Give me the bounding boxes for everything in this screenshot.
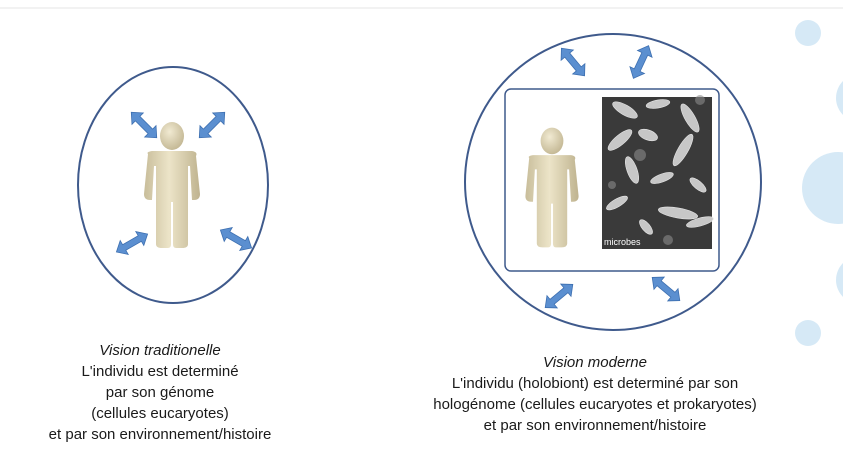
double-arrow-icon	[626, 42, 656, 81]
traditional-view	[78, 67, 268, 303]
double-arrow-icon	[647, 271, 685, 306]
caption-line: L'individu (holobiont) est determiné par…	[380, 373, 810, 394]
deco-bubble	[836, 256, 843, 304]
caption-line: hologénome (cellules eucaryotes et proka…	[380, 394, 810, 415]
deco-bubble	[795, 320, 821, 346]
deco-bubble	[795, 20, 821, 46]
caption-line: (cellules eucaryotes)	[20, 403, 300, 424]
caption-line: par son génome	[20, 382, 300, 403]
caption-line: L'individu est determiné	[20, 361, 300, 382]
decorative-bubbles	[795, 20, 843, 346]
double-arrow-icon	[555, 43, 590, 81]
microbes-label: microbes	[604, 237, 641, 247]
double-arrow-icon	[540, 278, 578, 313]
deco-bubble	[802, 152, 843, 224]
double-arrow-icon	[216, 223, 255, 255]
deco-bubble	[836, 74, 843, 122]
caption-line: et par son environnement/histoire	[20, 424, 300, 445]
caption-title: Vision moderne	[380, 352, 810, 373]
human-figure-icon	[144, 122, 200, 248]
modern-view-caption: Vision moderne L'individu (holobiont) es…	[380, 352, 810, 436]
modern-view: microbes	[465, 34, 761, 330]
double-arrow-icon	[126, 107, 163, 144]
double-arrow-icon	[112, 227, 151, 259]
caption-line: et par son environnement/histoire	[380, 415, 810, 436]
microbes-micrograph: microbes	[602, 95, 715, 249]
caption-title: Vision traditionelle	[20, 340, 300, 361]
traditional-view-caption: Vision traditionelle L'individu est dete…	[20, 340, 300, 445]
double-arrow-icon	[194, 107, 231, 144]
